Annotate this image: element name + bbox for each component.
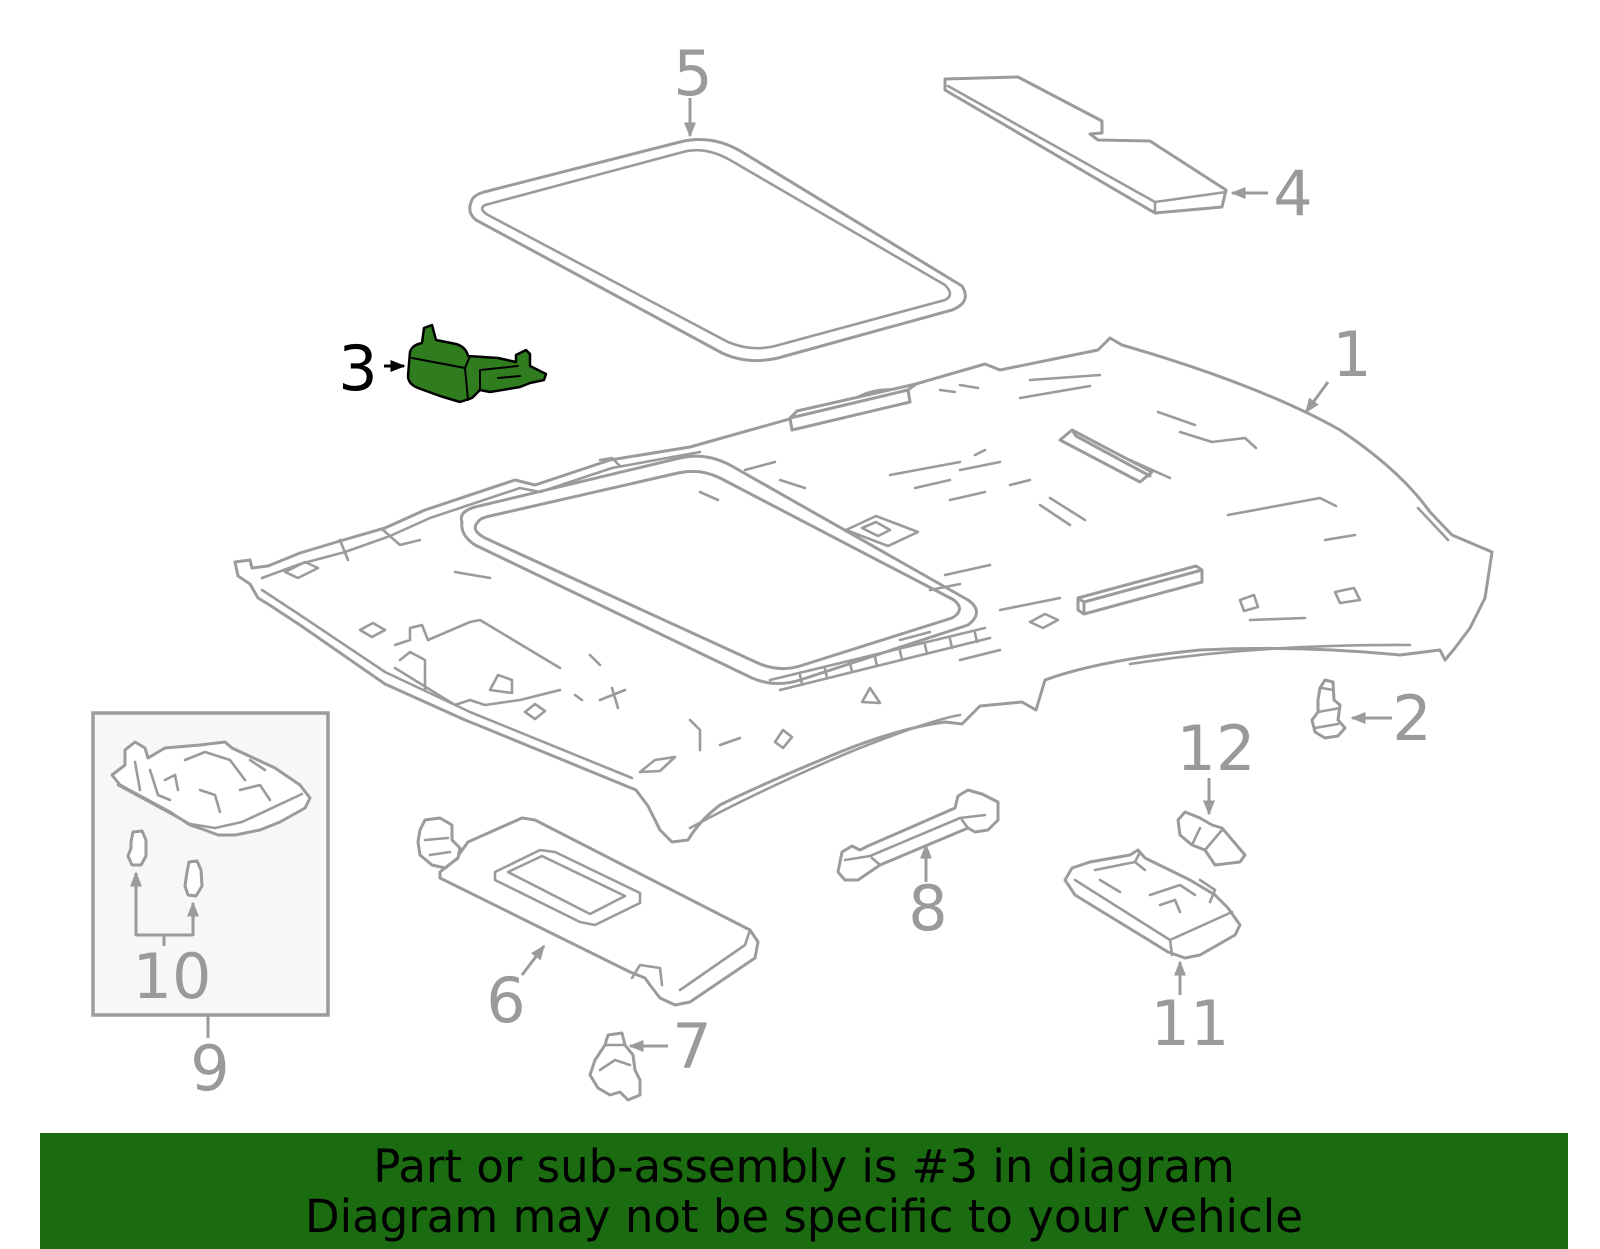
disclaimer-line-1: Part or sub-assembly is #3 in diagram bbox=[373, 1140, 1235, 1193]
part-11-outline bbox=[1063, 848, 1242, 960]
part-5-outer-edge bbox=[468, 138, 967, 363]
disclaimer-line-2: Diagram may not be specific to your vehi… bbox=[305, 1190, 1303, 1243]
part-12-outline bbox=[1176, 810, 1247, 867]
part-1-drawing bbox=[233, 336, 1494, 844]
part-8-drawing bbox=[836, 788, 1000, 882]
callout-labels: 1 2 3 4 5 6 7 8 9 10 11 12 bbox=[133, 37, 1432, 1105]
disclaimer-banner-background bbox=[40, 1133, 1568, 1249]
disclaimer-banner: Part or sub-assembly is #3 in diagram Di… bbox=[40, 1133, 1568, 1249]
part-11-details bbox=[1073, 850, 1234, 957]
callout-12-label: 12 bbox=[1177, 712, 1256, 785]
part-9-details bbox=[116, 750, 304, 830]
callout-11-label: 11 bbox=[1151, 987, 1230, 1060]
part-3-details bbox=[411, 355, 521, 401]
part-1-details bbox=[260, 373, 1450, 830]
part-1-pad-right bbox=[1076, 564, 1204, 616]
part-12-details bbox=[1190, 826, 1224, 852]
callout-3-label: 3 bbox=[338, 332, 377, 405]
part-5-drawing bbox=[468, 138, 967, 363]
part-6-mount bbox=[416, 816, 462, 870]
part-1-opening bbox=[473, 469, 961, 671]
part-5-inner-edge bbox=[480, 148, 952, 350]
part-11-drawing bbox=[1063, 848, 1242, 960]
callout-6-label: 6 bbox=[486, 964, 525, 1037]
part-3-highlighted-drawing bbox=[406, 323, 548, 404]
part-4-outline bbox=[943, 75, 1228, 215]
part-7-details bbox=[598, 1043, 632, 1072]
part-7-outline bbox=[588, 1031, 642, 1102]
callout-9-label: 9 bbox=[190, 1032, 229, 1105]
part-10-clip-right bbox=[183, 859, 204, 898]
part-8-details bbox=[843, 813, 987, 867]
callout-6-leader bbox=[520, 944, 546, 976]
part-1-pad-angled bbox=[1058, 428, 1154, 484]
callout-10-label: 10 bbox=[133, 940, 212, 1013]
part-4-details bbox=[946, 84, 1228, 215]
part-7-drawing bbox=[588, 1031, 642, 1102]
callout-8-label: 8 bbox=[908, 872, 947, 945]
callout-leaders bbox=[130, 98, 1392, 1052]
callout-7-label: 7 bbox=[672, 1010, 711, 1083]
part-3-outline bbox=[406, 323, 548, 404]
part-4-drawing bbox=[943, 75, 1228, 215]
part-10-clip-left bbox=[126, 829, 148, 867]
part-2-details bbox=[1313, 686, 1342, 730]
part-6-body bbox=[438, 816, 760, 1007]
part-1-pad-top bbox=[788, 382, 918, 432]
callout-1-label: 1 bbox=[1332, 318, 1371, 391]
callout-10-leader-stem bbox=[136, 933, 193, 946]
part-9-inset bbox=[91, 711, 330, 1017]
part-6-details bbox=[423, 836, 752, 992]
part-9-outline bbox=[110, 740, 312, 837]
callout-1-leader bbox=[1304, 381, 1330, 414]
callout-5-label: 5 bbox=[673, 37, 712, 110]
callout-2-label: 2 bbox=[1392, 682, 1431, 755]
callout-4-label: 4 bbox=[1273, 157, 1312, 230]
part-2-drawing bbox=[1310, 678, 1347, 740]
part-6-drawing bbox=[416, 816, 760, 1007]
part-12-drawing bbox=[1176, 810, 1247, 867]
